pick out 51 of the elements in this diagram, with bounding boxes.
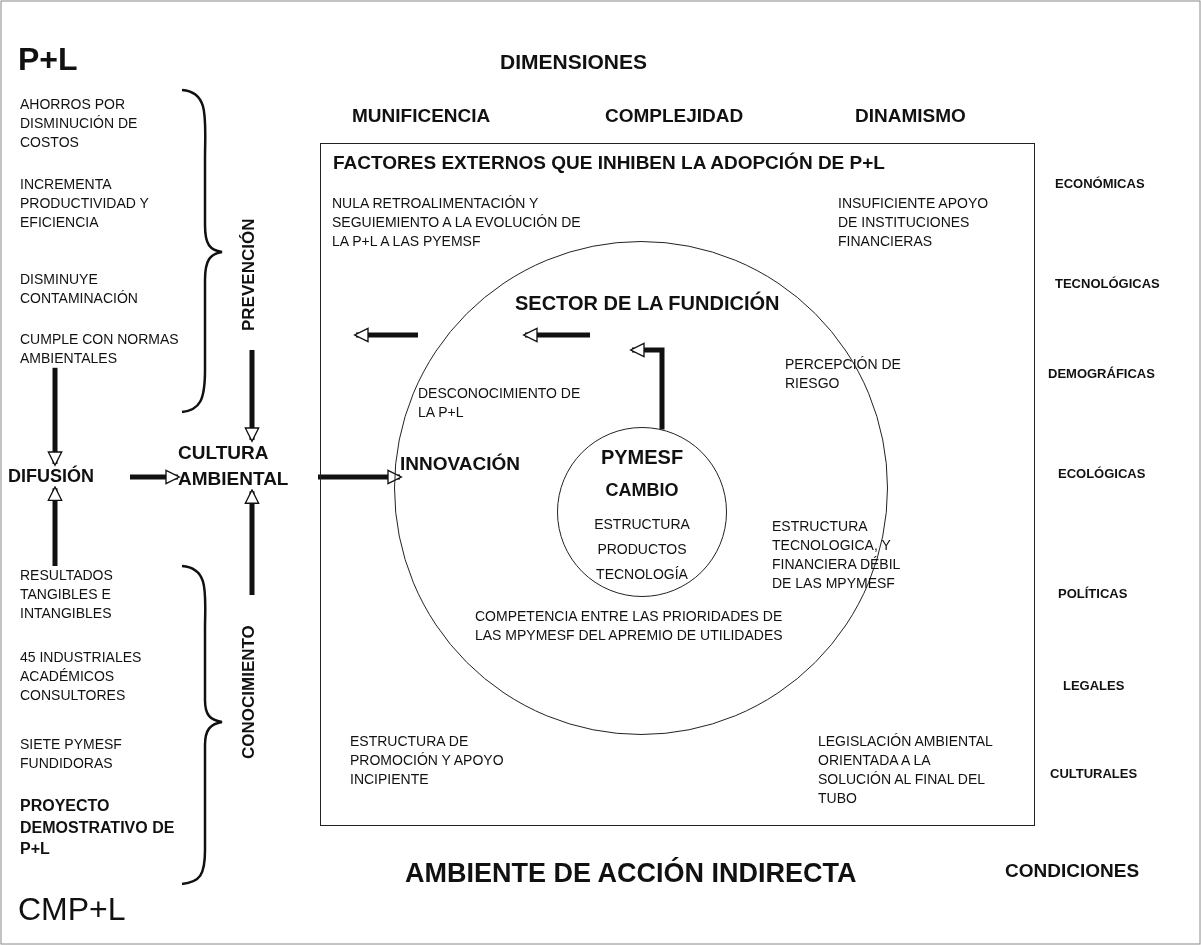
heading: DIMENSIONES <box>500 49 649 75</box>
list-text: PROYECTO DEMOSTRATIVO DE P+L <box>20 796 176 860</box>
node-text: DIFUSIÓN <box>8 464 130 489</box>
node-text: CAMBIO <box>604 480 680 501</box>
frame-box <box>320 143 1035 826</box>
heading: FACTORES EXTERNOS QUE INHIBEN LA ADOPCIÓN DE P+L <box>333 152 885 174</box>
arrow <box>47 367 63 466</box>
condition-label: DEMOGRÁFICAS <box>1048 365 1156 383</box>
arrow <box>130 469 180 485</box>
factor-text: NULA RETROALIMENTACIÓN Y SEGUIEMIENTO A LA EVOLUCIÓN DE LA P+L A LAS PYEMSF <box>332 194 582 251</box>
factor-text: ESTRUCTURA DE PROMOCIÓN Y APOYO INCIPIENTE <box>350 732 505 789</box>
heading: AMBIENTE DE ACCIÓN INDIRECTA <box>405 856 858 890</box>
condition-label: POLÍTICAS <box>1058 585 1129 603</box>
heading: PYMESF <box>599 446 685 469</box>
node-text: CUMPLE CON NORMAS AMBIENTALES <box>20 330 180 368</box>
dimension-label: COMPLEJIDAD <box>605 104 745 128</box>
list-text: SIETE PYMESF FUNDIDORAS <box>20 735 123 773</box>
dimension-label: MUNIFICENCIA <box>352 104 492 128</box>
factor-text: ESTRUCTURA TECNOLOGICA, Y FINANCIERA DÉBIL DE LAS MPYMESF <box>772 517 901 593</box>
vertical-label: CONOCIMIENTO <box>238 595 266 790</box>
heading: CMP+L <box>18 890 127 929</box>
condition-label: TECNOLÓGICAS <box>1055 275 1161 293</box>
heading: SECTOR DE LA FUNDICIÓN <box>515 292 780 315</box>
list-text: AHORROS POR DISMINUCIÓN DE COSTOS <box>20 95 139 152</box>
node-text: INNOVACIÓN <box>400 451 550 477</box>
arrow <box>244 350 260 442</box>
arrow <box>47 486 63 566</box>
factor-text: COMPETENCIA ENTRE LAS PRIORIDADES DE LAS MPYMESF DEL APREMIO DE UTILIDADES <box>475 607 784 645</box>
condition-label: CULTURALES <box>1050 765 1139 783</box>
node-text: TECNOLOGÍA <box>595 566 689 582</box>
node-text: PRODUCTOS <box>596 541 688 557</box>
arrow <box>244 489 260 595</box>
condition-label: LEGALES <box>1063 677 1126 695</box>
list-text: INCREMENTA PRODUCTIVIDAD Y EFICIENCIA <box>20 175 150 232</box>
node-text: RESULTADOS TANGIBLES E INTANGIBLES <box>20 566 180 623</box>
heading: P+L <box>18 40 79 79</box>
condition-label: ECOLÓGICAS <box>1058 465 1147 483</box>
heading: CONDICIONES <box>1005 859 1141 883</box>
factor-text: LEGISLACIÓN AMBIENTAL ORIENTADA A LA SOLUCIÓN AL FINAL DEL TUBO <box>818 732 994 808</box>
arrow <box>630 342 665 430</box>
condition-label: ECONÓMICAS <box>1055 175 1146 193</box>
node-text: CULTURA AMBIENTAL <box>178 440 318 492</box>
factor-text: PERCEPCIÓN DE RIESGO <box>785 355 902 393</box>
factor-text: INSUFICIENTE APOYO DE INSTITUCIONES FINANCIERAS <box>838 194 990 251</box>
dimension-label: DINAMISMO <box>855 104 967 128</box>
factor-text: DESCONOCIMIENTO DE LA P+L <box>418 384 582 422</box>
arrow <box>318 469 402 485</box>
node-text: ESTRUCTURA <box>593 516 691 532</box>
list-text: 45 INDUSTRIALES ACADÉMICOS CONSULTORES <box>20 648 143 705</box>
vertical-label: PREVENCIÓN <box>238 200 266 350</box>
list-text: DISMINUYE CONTAMINACIÓN <box>20 270 139 308</box>
